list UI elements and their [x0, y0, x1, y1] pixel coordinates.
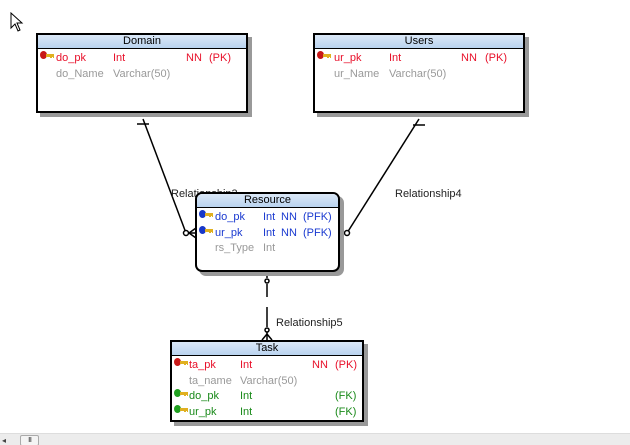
relationship5-line[interactable] — [261, 274, 273, 341]
entity-task[interactable]: Task ta_pk Int NN (PK) ta_name Varchar(5… — [170, 340, 364, 422]
column-type: Int — [263, 242, 276, 254]
column-name: ur_pk — [189, 405, 217, 418]
relationship3-line[interactable] — [137, 118, 197, 239]
entity-resource-title: Resource — [197, 194, 338, 208]
entity-domain-title: Domain — [38, 35, 246, 49]
column-name: do_pk — [215, 211, 245, 223]
column-key: (FK) — [335, 390, 357, 402]
column-type: Varchar(50) — [389, 67, 447, 80]
primary-foreign-key-icon — [199, 225, 213, 234]
column-name: ur_Name — [334, 67, 380, 80]
column-nn: NN — [281, 226, 297, 239]
column-row[interactable]: ur_pk Int NN (PK) — [315, 51, 523, 67]
column-row[interactable]: ta_pk Int NN (PK) — [172, 358, 362, 374]
entity-task-title: Task — [172, 342, 362, 356]
relationship4-line[interactable] — [339, 118, 425, 239]
primary-key-icon — [40, 51, 54, 59]
primary-key-icon — [174, 358, 188, 366]
foreign-key-icon — [174, 404, 188, 413]
column-type: Int — [240, 359, 253, 371]
column-type: Int — [113, 52, 126, 64]
column-type: Varchar(50) — [113, 67, 171, 80]
column-type: Int — [263, 226, 276, 239]
column-name: ta_name — [189, 374, 232, 387]
column-type: Int — [240, 390, 253, 402]
scroll-left-arrow-icon[interactable]: ◂ — [2, 436, 7, 445]
column-row[interactable]: do_pk Int NN (PFK) — [197, 210, 338, 226]
column-row[interactable]: ur_Name Varchar(50) — [315, 67, 523, 83]
column-name: ur_pk — [334, 52, 362, 64]
primary-foreign-key-icon — [199, 210, 213, 218]
column-key: (PFK) — [303, 211, 332, 223]
column-name: do_Name — [56, 67, 104, 80]
column-type: Varchar(50) — [240, 374, 298, 387]
column-row[interactable]: ta_name Varchar(50) — [172, 374, 362, 390]
entity-resource[interactable]: Resource do_pk Int NN (PFK) ur_pk Int NN… — [195, 192, 340, 272]
column-row[interactable]: do_Name Varchar(50) — [38, 67, 246, 83]
column-key: (PFK) — [303, 226, 332, 239]
column-nn: NN — [186, 52, 202, 64]
column-name: rs_Type — [215, 242, 255, 254]
relationship5-label[interactable]: Relationship5 — [276, 317, 343, 329]
column-name: do_pk — [56, 52, 86, 64]
foreign-key-icon — [174, 389, 188, 397]
column-key: (PK) — [335, 359, 357, 371]
entity-domain[interactable]: Domain do_pk Int NN (PK) do_Name Varchar… — [36, 33, 248, 113]
mouse-pointer-icon — [10, 12, 24, 32]
column-key: (FK) — [335, 405, 357, 418]
diagram-canvas[interactable]: Relationship3 Relationship4 Relationship… — [0, 0, 630, 433]
horizontal-scrollbar[interactable]: ◂ III — [0, 433, 630, 445]
column-nn: NN — [461, 52, 477, 64]
primary-key-icon — [317, 51, 331, 59]
column-row[interactable]: ur_pk Int (FK) — [172, 404, 362, 421]
column-name: do_pk — [189, 390, 219, 402]
relationship4-label[interactable]: Relationship4 — [395, 188, 462, 200]
entity-users[interactable]: Users ur_pk Int NN (PK) ur_Name Varchar(… — [313, 33, 525, 113]
column-type: Int — [240, 405, 253, 418]
relationship-lines — [137, 118, 425, 341]
column-key: (PK) — [485, 52, 507, 64]
column-row[interactable]: do_pk Int (FK) — [172, 389, 362, 405]
entity-users-title: Users — [315, 35, 523, 49]
column-nn: NN — [312, 359, 328, 371]
column-type: Int — [263, 211, 276, 223]
column-name: ur_pk — [215, 226, 243, 239]
column-row[interactable]: do_pk Int NN (PK) — [38, 51, 246, 67]
column-row[interactable]: rs_Type Int — [197, 241, 338, 257]
column-nn: NN — [281, 211, 297, 223]
scrollbar-thumb[interactable]: III — [20, 435, 39, 445]
column-key: (PK) — [209, 52, 231, 64]
column-type: Int — [389, 52, 402, 64]
column-row[interactable]: ur_pk Int NN (PFK) — [197, 225, 338, 242]
column-name: ta_pk — [189, 359, 216, 371]
